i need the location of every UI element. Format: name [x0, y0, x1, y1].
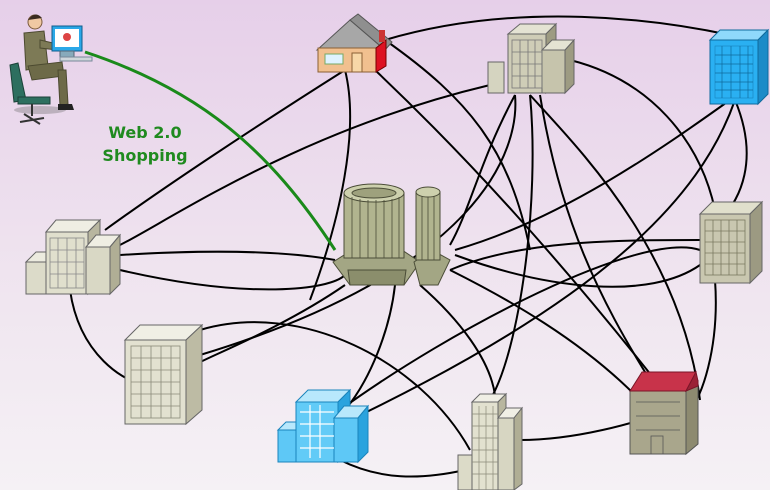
data-center-icon [332, 183, 451, 286]
network-connections [69, 15, 748, 478]
blue-building-bottom-icon [276, 388, 370, 464]
label-line-1: Web 2.0 [108, 123, 181, 142]
shopping-link [84, 50, 337, 251]
office-building-bottom-left-icon [123, 323, 204, 426]
office-building-left-icon [24, 218, 122, 296]
red-roof-building-icon [629, 370, 699, 456]
skyscraper-bottom-icon [457, 392, 524, 490]
house-icon [315, 13, 393, 73]
person-at-computer-icon [9, 14, 93, 125]
diagram-label: Web 2.0 Shopping [102, 123, 187, 165]
office-building-right-icon [698, 200, 764, 285]
blue-tower-top-right-icon [708, 28, 770, 106]
office-building-top-center-icon [487, 22, 576, 95]
label-line-2: Shopping [102, 146, 187, 165]
